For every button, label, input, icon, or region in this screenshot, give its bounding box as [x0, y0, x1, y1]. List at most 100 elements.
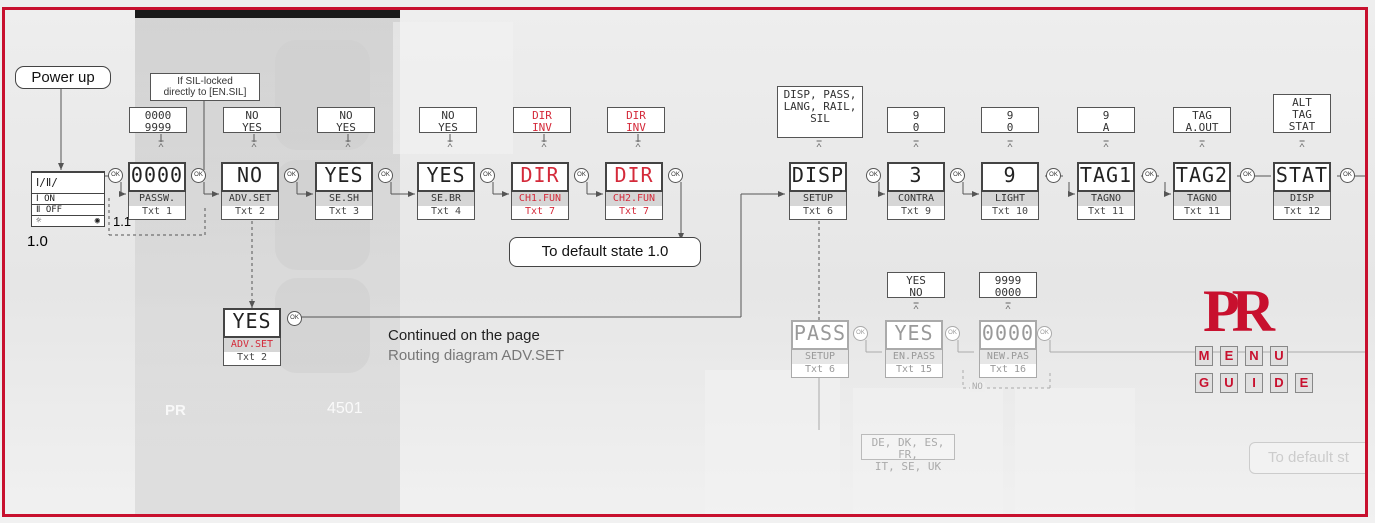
logo-letter: E — [1295, 373, 1313, 393]
no-branch-label: NO — [970, 382, 985, 392]
logo-letter: U — [1270, 346, 1288, 366]
screen-pass-setup[interactable]: PASS SETUP Txt 6 — [791, 320, 849, 378]
ok-button[interactable]: OK — [191, 168, 206, 183]
logo-letter: N — [1245, 346, 1263, 366]
up-down-arrows-icon: ⩞ — [1194, 140, 1210, 150]
option: NO — [888, 287, 944, 299]
screen-value: DIR — [511, 162, 569, 192]
options-ch2fun: DIR INV — [607, 107, 665, 133]
screen-function: SETUP — [789, 192, 847, 206]
ok-button[interactable]: OK — [1142, 168, 1157, 183]
up-down-arrows-icon: ⩞ — [536, 140, 552, 150]
options-tag2: TAG A.OUT — [1173, 107, 1231, 133]
screen-light[interactable]: 9 LIGHT Txt 10 — [981, 162, 1039, 220]
screen-function: CH2.FUN — [605, 192, 663, 206]
ok-button[interactable]: OK — [480, 168, 495, 183]
screen-ch2fun[interactable]: DIR CH2.FUN Txt 7 — [605, 162, 663, 220]
default-state-button[interactable]: To default state 1.0 — [509, 237, 701, 267]
screen-text: Txt 16 — [979, 364, 1037, 378]
ok-button[interactable]: OK — [668, 168, 683, 183]
screen-text: Txt 6 — [791, 364, 849, 378]
power-up-label: Power up — [15, 66, 111, 89]
screen-newpas[interactable]: 0000 NEW.PAS Txt 16 — [979, 320, 1037, 378]
power-device-mode: Ⅰ∕Ⅱ∕ — [31, 171, 105, 194]
logo-letter: M — [1195, 346, 1213, 366]
ok-button[interactable]: OK — [950, 168, 965, 183]
screen-sesh[interactable]: YES SE.SH Txt 3 — [315, 162, 373, 220]
screen-advset[interactable]: NO ADV.SET Txt 2 — [221, 162, 279, 220]
screen-text: Txt 1 — [128, 206, 186, 220]
option: YES — [420, 122, 476, 134]
screen-value: DIR — [605, 162, 663, 192]
screen-function: PASSW. — [128, 192, 186, 206]
ok-button[interactable]: OK — [378, 168, 393, 183]
option: 0 — [888, 122, 944, 134]
ok-button[interactable]: OK — [945, 326, 960, 341]
ok-button[interactable]: OK — [1240, 168, 1255, 183]
up-down-arrows-icon: ⩞ — [153, 140, 169, 150]
option: 0 — [982, 122, 1038, 134]
ok-button[interactable]: OK — [108, 168, 123, 183]
up-down-arrows-icon: ⩞ — [908, 140, 924, 150]
sil-note-line1: If SIL-locked — [151, 76, 259, 87]
screen-enpass[interactable]: YES EN.PASS Txt 15 — [885, 320, 943, 378]
screen-value: NO — [221, 162, 279, 192]
state-id: 1.0 — [27, 233, 48, 250]
screen-function-text: ADV.SET — [231, 339, 273, 350]
screen-text: Txt 15 — [885, 364, 943, 378]
screen-text: Txt 9 — [887, 206, 945, 220]
screen-text: Txt 6 — [789, 206, 847, 220]
radio-icon: ◉ — [95, 216, 100, 226]
ok-button[interactable]: OK — [287, 311, 302, 326]
ok-button[interactable]: OK — [866, 168, 881, 183]
screen-text: Txt 2 — [221, 206, 279, 220]
screen-function: SE.SH — [315, 192, 373, 206]
option: A.OUT — [1174, 122, 1230, 134]
routing-diagram-link[interactable]: Routing diagram ADV.SET — [388, 347, 564, 364]
options-setup: DISP, PASS, LANG, RAIL, SIL — [777, 86, 863, 138]
screen-function: NEW.PAS — [979, 350, 1037, 364]
screen-value: PASS — [791, 320, 849, 350]
screen-setup[interactable]: DISP SETUP Txt 6 — [789, 162, 847, 220]
logo-letter: D — [1270, 373, 1288, 393]
screen-text: Txt 12 — [1273, 206, 1331, 220]
screen-sebr[interactable]: YES SE.BR Txt 4 — [417, 162, 475, 220]
screen-function: LIGHT — [981, 192, 1039, 206]
sil-note-line2: directly to [EN.SIL] — [151, 87, 259, 98]
option: STAT — [1274, 121, 1330, 133]
option: YES — [318, 122, 374, 134]
screen-tag2[interactable]: TAG2 TAGNO Txt 11 — [1173, 162, 1231, 220]
screen-function: EN.PASS — [885, 350, 943, 364]
sun-icon: ☼ — [36, 216, 41, 226]
screen-passw[interactable]: 0000 PASSW. Txt 1 — [128, 162, 186, 220]
ok-button[interactable]: OK — [1340, 168, 1355, 183]
options-ch1fun: DIR INV — [513, 107, 571, 133]
screen-value: YES — [417, 162, 475, 192]
screen-stat[interactable]: STAT DISP Txt 12 — [1273, 162, 1331, 220]
screen-function: CONTRA — [887, 192, 945, 206]
option: IT, SE, UK — [862, 461, 954, 473]
screen-ch1fun[interactable]: DIR CH1.FUN Txt 7 — [511, 162, 569, 220]
ok-button[interactable]: OK — [853, 326, 868, 341]
up-down-arrows-icon: ⩞ — [908, 302, 924, 312]
screen-value: YES — [223, 308, 281, 338]
ok-button[interactable]: OK — [1046, 168, 1061, 183]
up-down-arrows-icon: ⩞ — [1000, 302, 1016, 312]
screen-text: Txt 7 — [511, 206, 569, 220]
options-stat: ALT TAG STAT — [1273, 94, 1331, 133]
ok-button[interactable]: OK — [1037, 326, 1052, 341]
screen-tag1[interactable]: TAG1 TAGNO Txt 11 — [1077, 162, 1135, 220]
up-down-arrows-icon: ⩞ — [1098, 140, 1114, 150]
options-sebr: NO YES — [419, 107, 477, 133]
ok-button[interactable]: OK — [574, 168, 589, 183]
screen-value: DISP — [789, 162, 847, 192]
option: INV — [514, 122, 570, 134]
guide-row: G U I D E — [1195, 373, 1335, 393]
options-enpass: YES NO — [887, 272, 945, 298]
up-down-arrows-icon: ⩞ — [1294, 140, 1310, 150]
default-state-button-faded[interactable]: To default st — [1249, 442, 1368, 474]
screen-advset-yes[interactable]: YES ADV.SET Txt 2 — [223, 308, 281, 366]
ok-button[interactable]: OK — [284, 168, 299, 183]
screen-value: STAT — [1273, 162, 1331, 192]
screen-contra[interactable]: 3 CONTRA Txt 9 — [887, 162, 945, 220]
